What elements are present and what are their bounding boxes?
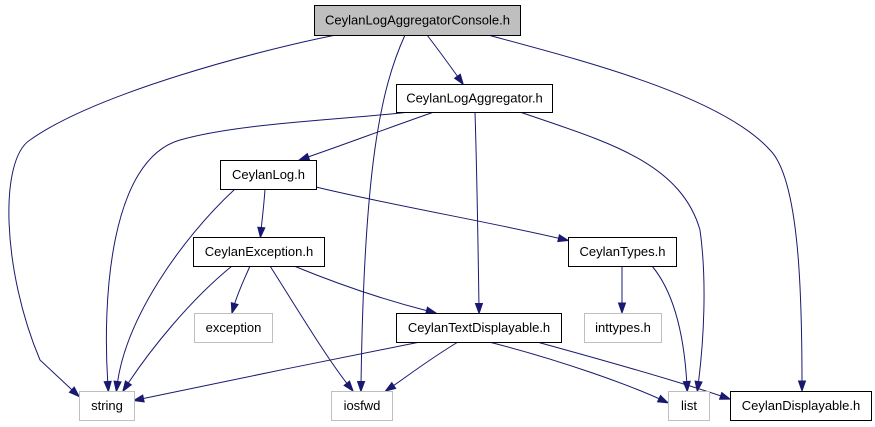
node-exception-box: [194, 313, 273, 343]
arrowhead: [132, 394, 145, 403]
node-list-box: [668, 391, 710, 421]
edge-exception_h-to-iosfwd: [269, 265, 355, 393]
arrowhead: [694, 380, 703, 393]
edge-line: [488, 341, 665, 402]
arrowhead: [682, 380, 691, 394]
arrowhead: [474, 302, 484, 316]
node-list-label: list: [681, 398, 697, 413]
edge-aggregator-to-list: [519, 111, 705, 393]
node-displayable[interactable]: CeylanDisplayable.h: [730, 391, 872, 421]
edge-console-to-iosfwd: [356, 34, 406, 394]
arrowhead: [617, 302, 627, 315]
edge-line: [126, 265, 233, 386]
arrowhead: [453, 73, 465, 86]
node-console-label: CeylanLogAggregatorConsole.h: [325, 12, 510, 27]
arrowhead: [257, 226, 266, 239]
arrowhead: [384, 381, 397, 392]
node-string-box: [79, 391, 135, 421]
node-log-box: [220, 160, 317, 190]
edge-textdisplayable-to-displayable: [536, 341, 732, 400]
edge-line: [651, 265, 688, 387]
node-displayable-box: [730, 391, 872, 421]
node-log[interactable]: CeylanLog.h: [220, 160, 317, 190]
edge-line: [269, 265, 350, 387]
edge-line: [474, 111, 480, 309]
node-log-label: CeylanLog.h: [232, 167, 305, 182]
edge-log-to-exception_h: [257, 188, 266, 239]
arrowhead: [656, 394, 670, 404]
edge-console-to-aggregator: [426, 34, 465, 86]
edge-line: [519, 111, 705, 387]
node-textdisplayable-box: [396, 313, 562, 343]
edge-line: [233, 265, 251, 307]
edge-types-to-inttypes: [617, 266, 627, 315]
arrowhead: [297, 152, 311, 161]
node-aggregator[interactable]: CeylanLogAggregator.h: [396, 84, 553, 113]
node-exception[interactable]: exception: [194, 313, 273, 343]
edge-aggregator-to-log: [297, 111, 435, 161]
arrowhead: [68, 386, 81, 398]
edge-aggregator-to-string: [103, 111, 411, 393]
arrowhead: [557, 233, 570, 243]
node-exception-h[interactable]: CeylanException.h: [193, 237, 325, 267]
node-types-box: [568, 237, 677, 267]
edge-aggregator-to-textdisplayable: [474, 111, 484, 316]
edges: [8, 34, 807, 404]
arrowhead: [343, 380, 355, 393]
node-exception-h-box: [193, 237, 325, 267]
edge-line: [307, 111, 435, 158]
node-iosfwd[interactable]: iosfwd: [331, 391, 393, 421]
edge-line: [293, 265, 429, 312]
node-console[interactable]: CeylanLogAggregatorConsole.h: [314, 5, 521, 36]
edge-textdisplayable-to-list: [488, 341, 670, 404]
edge-line: [487, 34, 803, 387]
node-exception-h-label: CeylanException.h: [205, 244, 313, 259]
node-textdisplayable-label: CeylanTextDisplayable.h: [408, 320, 550, 335]
node-iosfwd-label: iosfwd: [344, 398, 381, 413]
node-console-box: [314, 5, 521, 36]
edge-types-to-list: [651, 265, 691, 394]
node-exception-label: exception: [206, 320, 262, 335]
node-textdisplayable[interactable]: CeylanTextDisplayable.h: [396, 313, 562, 343]
edge-line: [389, 341, 459, 389]
arrowhead: [122, 380, 133, 393]
node-aggregator-box: [396, 84, 553, 113]
arrowhead: [113, 380, 122, 393]
arrowhead: [797, 380, 807, 393]
edge-line: [105, 111, 411, 387]
arrowhead: [718, 391, 732, 400]
node-types[interactable]: CeylanTypes.h: [568, 237, 677, 267]
edge-exception_h-to-textdisplayable: [293, 265, 438, 315]
edge-textdisplayable-to-iosfwd: [384, 341, 459, 392]
edge-line: [315, 186, 563, 240]
edge-textdisplayable-to-string: [132, 341, 421, 403]
node-inttypes-box: [584, 313, 662, 343]
node-inttypes[interactable]: inttypes.h: [584, 313, 662, 343]
node-string-label: string: [91, 398, 123, 413]
edge-exception_h-to-exception: [230, 265, 251, 315]
edge-line: [116, 188, 236, 387]
edge-line: [140, 341, 421, 400]
edge-log-to-types: [315, 186, 570, 243]
edge-line: [260, 188, 266, 232]
arrowhead: [356, 380, 366, 394]
edge-exception_h-to-string: [122, 265, 233, 393]
edge-log-to-string: [113, 188, 236, 393]
edge-console-to-displayable: [487, 34, 807, 393]
edge-line: [8, 34, 337, 391]
edge-line: [536, 341, 725, 398]
node-string[interactable]: string: [79, 391, 135, 421]
node-list[interactable]: list: [668, 391, 710, 421]
node-displayable-label: CeylanDisplayable.h: [742, 398, 861, 413]
node-aggregator-label: CeylanLogAggregator.h: [406, 90, 543, 105]
node-iosfwd-box: [331, 391, 393, 421]
node-types-label: CeylanTypes.h: [580, 244, 666, 259]
arrowhead: [103, 380, 112, 393]
edge-line: [426, 34, 459, 78]
node-inttypes-label: inttypes.h: [595, 320, 651, 335]
edge-console-to-string: [8, 34, 337, 398]
edge-line: [360, 34, 406, 387]
arrowhead: [230, 301, 239, 315]
